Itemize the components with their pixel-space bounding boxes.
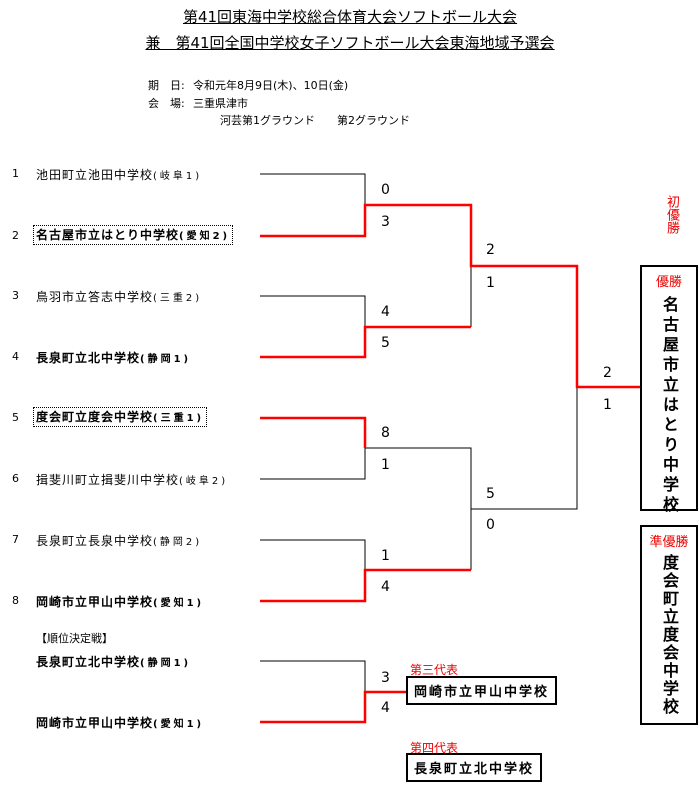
score: 1 (381, 548, 390, 564)
score: 4 (381, 579, 390, 595)
team-1: 池田町立池田中学校(岐阜1) (36, 168, 203, 182)
line-place-top (260, 660, 366, 692)
line-final-bottom (471, 387, 578, 510)
win-path-team4 (260, 325, 471, 359)
score: 0 (486, 517, 495, 533)
venue-label: 会 場: (148, 97, 185, 110)
grounds: 河芸第1グラウンド 第2グラウンド (220, 114, 410, 127)
runnerup-label: 準優勝 (649, 535, 689, 550)
win-path-team8 (260, 568, 471, 603)
first-time-label: 初優勝 (664, 195, 679, 234)
line-team3 (260, 295, 366, 327)
score: 4 (381, 700, 390, 716)
date-value: 令和元年8月9日(木)、10日(金) (193, 79, 349, 92)
third-team: 岡崎市立甲山中学校 (406, 676, 558, 705)
score: 5 (381, 335, 390, 351)
title-line-2: 兼 第41回全国中学校女子ソフトボール大会東海地域予選会 (145, 34, 555, 52)
score: 0 (381, 182, 390, 198)
third-label: 第三代表 (410, 663, 459, 677)
score: 3 (381, 670, 390, 686)
win-path-team2 (260, 203, 640, 389)
date-label: 期 日: (148, 79, 185, 92)
seed-number: 6 (12, 472, 19, 485)
team-7: 長泉町立長泉中学校(静岡2) (36, 534, 203, 548)
seed-number: 4 (12, 350, 19, 363)
score: 2 (486, 242, 495, 258)
fourth-label: 第四代表 (410, 741, 459, 755)
score: 5 (486, 486, 495, 502)
line-team6 (260, 418, 366, 480)
team-2: 名古屋市立はとり中学校(愛知2) (33, 225, 234, 245)
score: 1 (603, 397, 612, 413)
seed-number: 1 (12, 167, 19, 180)
title-line-1: 第41回東海中学校総合体育大会ソフトボール大会 (182, 8, 518, 26)
team-8: 岡崎市立甲山中学校(愛知1) (36, 595, 205, 609)
placement-team-1: 長泉町立北中学校(静岡1) (36, 655, 192, 669)
champion-name: 名古屋市立はとり中学校 (660, 296, 679, 516)
runnerup-name: 度会町立度会中学校 (660, 554, 679, 716)
win-path-place (260, 690, 408, 724)
seed-number: 5 (12, 411, 19, 424)
line-team7 (260, 539, 366, 570)
seed-number: 2 (12, 229, 19, 242)
line-semi2 (365, 447, 472, 570)
placement-label: 【順位決定戦】 (36, 632, 113, 645)
venue-value: 三重県津市 (193, 97, 248, 110)
seed-number: 8 (12, 594, 19, 607)
score: 2 (603, 365, 612, 381)
seed-number: 7 (12, 533, 19, 546)
score: 3 (381, 214, 390, 230)
line-team1 (260, 173, 366, 205)
team-4: 長泉町立北中学校(静岡1) (36, 351, 192, 365)
team-6: 揖斐川町立揖斐川中学校(岐阜2) (36, 473, 229, 487)
placement-team-2: 岡崎市立甲山中学校(愛知1) (36, 716, 205, 730)
team-3: 鳥羽市立答志中学校(三重2) (36, 290, 203, 304)
runnerup-box: 準優勝 度会町立度会中学校 (640, 525, 698, 725)
champion-box: 優勝 名古屋市立はとり中学校 (640, 265, 698, 516)
fourth-team: 長泉町立北中学校 (406, 753, 543, 782)
score: 1 (381, 457, 390, 473)
win-path-team5 (260, 416, 367, 448)
score: 4 (381, 304, 390, 320)
seed-number: 3 (12, 289, 19, 302)
score: 8 (381, 425, 390, 441)
score: 1 (486, 275, 495, 291)
team-5: 度会町立度会中学校(三重1) (33, 407, 208, 427)
champion-label: 優勝 (655, 275, 682, 290)
